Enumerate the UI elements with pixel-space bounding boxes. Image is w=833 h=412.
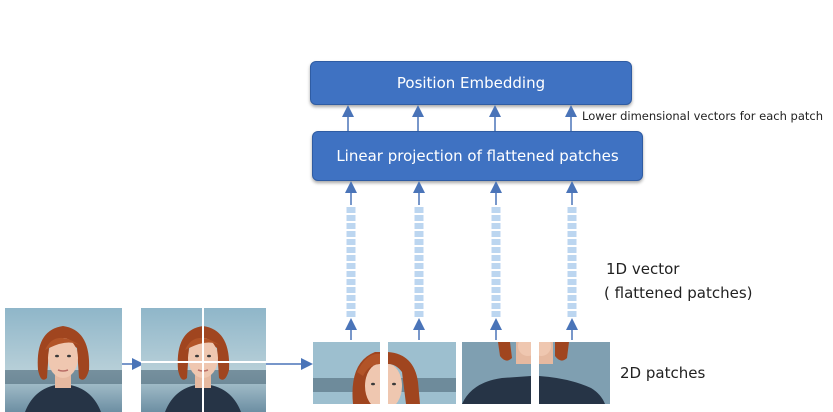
vector-cell [567, 239, 577, 245]
flattened-vector-columns [346, 207, 577, 317]
vector-to-projection-arrows [345, 181, 578, 205]
one-d-vector-label: 1D vector [606, 260, 680, 278]
vector-cell [491, 279, 501, 285]
patch-bottom-left-illustration [462, 342, 531, 404]
vector-cell [346, 279, 356, 285]
vector-cell [346, 247, 356, 253]
vector-cell [567, 263, 577, 269]
vector-cell [567, 231, 577, 237]
vector-cell [491, 287, 501, 293]
patched-image [141, 308, 266, 412]
vector-cell [567, 207, 577, 213]
vector-cell [491, 311, 501, 317]
vector-cell [414, 255, 424, 261]
position-embedding-label: Position Embedding [396, 74, 546, 92]
vector-cell [567, 279, 577, 285]
vector-cell [346, 303, 356, 309]
position-embedding-box: Position Embedding [310, 61, 632, 105]
vector-cell [414, 263, 424, 269]
two-d-patches-label: 2D patches [620, 364, 706, 382]
linear-projection-label: Linear projection of flattened patches [336, 147, 619, 165]
vector-cell [567, 287, 577, 293]
vector-cell [414, 239, 424, 245]
patch-to-vector-arrows [345, 318, 578, 340]
patch-4 [539, 342, 610, 404]
linear-projection-box: Linear projection of flattened patches [312, 131, 643, 181]
vector-cell [567, 255, 577, 261]
patch-3 [462, 342, 531, 404]
vector-cell [414, 247, 424, 253]
vector-cell [567, 271, 577, 277]
vector-cell [346, 255, 356, 261]
patch-top-left-illustration [313, 342, 380, 404]
projection-to-embedding-arrows [342, 105, 577, 131]
vector-cell [346, 311, 356, 317]
vector-cell [346, 231, 356, 237]
vector-cell [346, 263, 356, 269]
vector-cell [491, 215, 501, 221]
vector-cell [567, 311, 577, 317]
vector-cell [414, 279, 424, 285]
portrait-illustration [5, 308, 122, 412]
vector-cell [346, 239, 356, 245]
vector-cell [346, 295, 356, 301]
vector-cell [491, 255, 501, 261]
vector-cell [414, 223, 424, 229]
patched-portrait-illustration [141, 308, 266, 412]
vector-cell [346, 287, 356, 293]
vector-cell [414, 231, 424, 237]
vector-cell [414, 215, 424, 221]
vector-cell [491, 239, 501, 245]
original-image [5, 308, 122, 412]
vector-cell [567, 215, 577, 221]
vector-cell [491, 271, 501, 277]
vector-cell [346, 223, 356, 229]
vector-cell [567, 247, 577, 253]
vector-cell [491, 263, 501, 269]
patch-bottom-right-illustration [539, 342, 610, 404]
vector-cell [567, 223, 577, 229]
patch-top-right-illustration [388, 342, 456, 404]
vector-cell [491, 303, 501, 309]
vector-cell [491, 295, 501, 301]
patch-2 [388, 342, 456, 404]
vector-cell [346, 271, 356, 277]
vector-cell [414, 207, 424, 213]
vector-cell [414, 271, 424, 277]
vector-cell [567, 303, 577, 309]
vector-cell [491, 223, 501, 229]
vector-cell [491, 247, 501, 253]
vector-cell [491, 231, 501, 237]
lower-dimensional-vectors-label: Lower dimensional vectors for each patch [582, 109, 824, 123]
vector-cell [414, 295, 424, 301]
vector-cell [414, 303, 424, 309]
vector-cell [346, 215, 356, 221]
flattened-patches-label: ( flattened patches) [604, 284, 753, 302]
vector-cell [491, 207, 501, 213]
vector-cell [346, 207, 356, 213]
patch-1 [313, 342, 380, 404]
vector-cell [567, 295, 577, 301]
vector-cell [414, 287, 424, 293]
vector-cell [414, 311, 424, 317]
